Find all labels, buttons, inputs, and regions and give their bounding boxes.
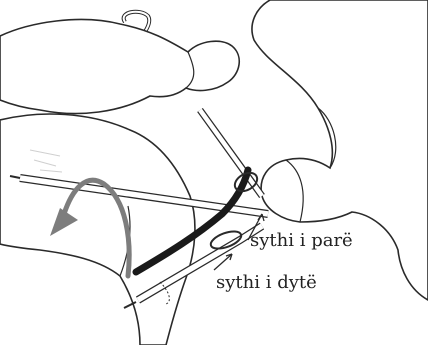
first-loop-label: sythi i parë [250,232,353,250]
left-hand [0,114,195,345]
upper-hand [0,20,239,114]
second-loop-label: sythi i dytë [216,274,317,292]
right-hand [252,0,428,300]
